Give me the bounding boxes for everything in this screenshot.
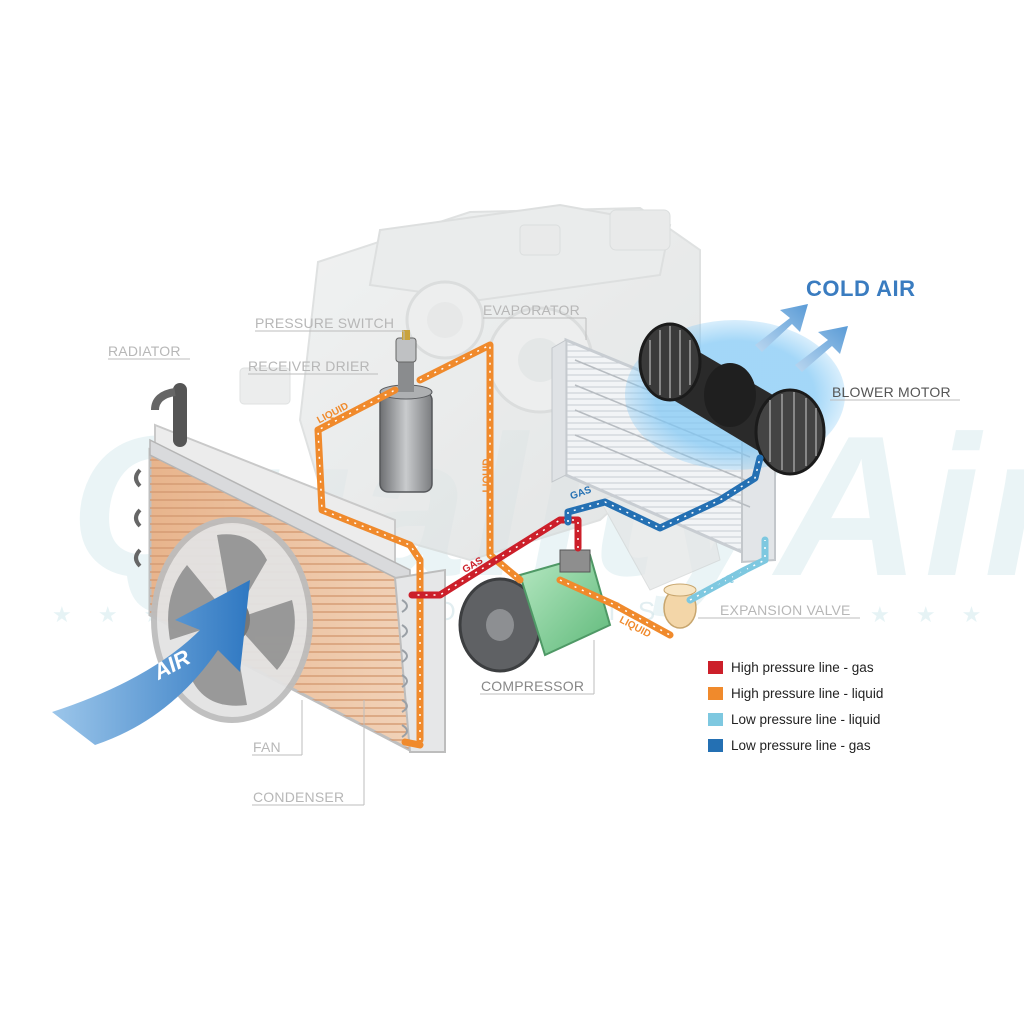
label-blower-motor: BLOWER MOTOR [832, 384, 951, 400]
legend: High pressure line - gas High pressure l… [708, 654, 883, 758]
label-compressor: COMPRESSOR [481, 678, 585, 694]
label-cold-air: COLD AIR [806, 276, 916, 301]
legend-swatch [708, 738, 723, 752]
line-high-pressure-gas [408, 516, 582, 599]
compressor [458, 549, 612, 673]
line-high-pressure-liquid [314, 341, 674, 749]
label-fan: FAN [253, 739, 281, 755]
legend-item-high-gas: High pressure line - gas [708, 654, 883, 680]
label-expansion-valve: EXPANSION VALVE [720, 602, 851, 618]
label-radiator: RADIATOR [108, 343, 181, 359]
legend-swatch [708, 686, 723, 700]
label-receiver-drier: RECEIVER DRIER [248, 358, 370, 374]
cold-air-arrows [755, 304, 848, 372]
leader-lines [108, 317, 960, 806]
pipe-label-liquid-drop: LIQUID [481, 458, 493, 493]
legend-item-low-liquid: Low pressure line - liquid [708, 706, 883, 732]
legend-label: Low pressure line - gas [731, 737, 871, 753]
air-arrow [52, 580, 250, 745]
watermark-stars-right: ★ ★ ★ [870, 602, 992, 627]
legend-item-low-gas: Low pressure line - gas [708, 732, 883, 758]
legend-label: High pressure line - gas [731, 659, 874, 675]
legend-label: Low pressure line - liquid [731, 711, 881, 727]
label-condenser: CONDENSER [253, 789, 345, 805]
label-pressure-switch: PRESSURE SWITCH [255, 315, 395, 331]
watermark-stars-left: ★ ★ ★ [52, 602, 174, 627]
legend-item-high-liquid: High pressure line - liquid [708, 680, 883, 706]
legend-swatch [708, 712, 723, 726]
legend-label: High pressure line - liquid [731, 685, 884, 701]
expansion-valve [663, 583, 697, 629]
pressure-switch [395, 330, 417, 363]
blower-motor [625, 320, 845, 476]
label-evaporator: EVAPORATOR [483, 302, 580, 318]
legend-swatch [708, 660, 723, 674]
